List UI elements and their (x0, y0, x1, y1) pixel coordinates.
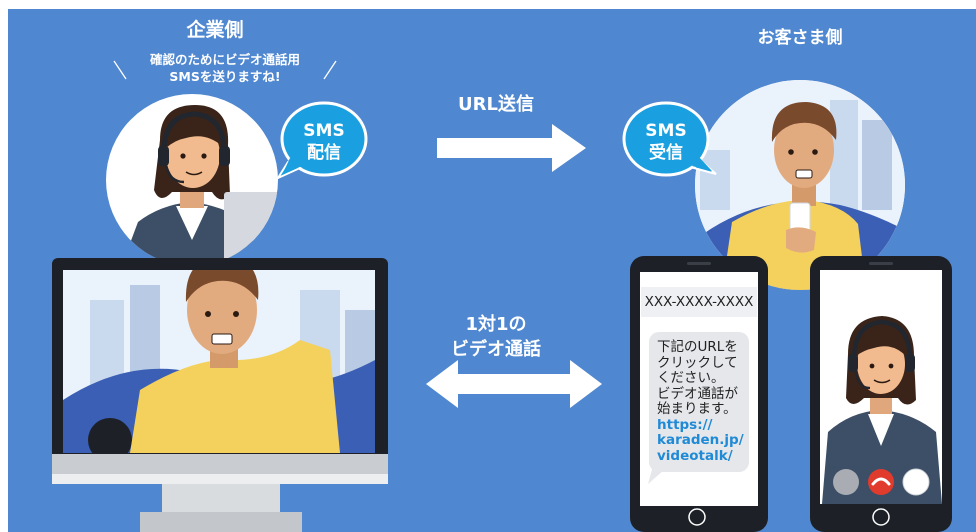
sms-link-line[interactable]: karaden.jp/ (657, 432, 744, 448)
speech-slash-left (113, 60, 127, 80)
company-speech-line2: SMSを送りますね! (169, 69, 281, 84)
sms-send-bubble-line2: 配信 (307, 142, 341, 163)
phone-sms (630, 256, 768, 532)
sms-receive-bubble-line1: SMS (645, 121, 686, 141)
speech-slash-right (323, 60, 337, 80)
hangup-button-icon (868, 469, 894, 495)
company-side-title: 企業側 (186, 19, 244, 41)
mute-button-icon (833, 469, 859, 495)
desktop-monitor (52, 258, 388, 532)
sms-message: 下記のURLを クリックして ください。 ビデオ通話が 始まります。 https… (657, 339, 749, 464)
video-call-double-arrow (426, 360, 602, 408)
customer-side-title: お客さま側 (757, 28, 843, 48)
sms-send-bubble-line1: SMS (303, 121, 344, 141)
sms-message-line: 始まります。 (657, 401, 737, 417)
sms-link-line[interactable]: videotalk/ (657, 447, 733, 464)
sms-message-line: ビデオ通話が (657, 385, 738, 402)
sms-receive-bubble-line2: 受信 (649, 142, 683, 163)
sms-receive-bubble: SMS 受信 (622, 101, 717, 177)
sms-sender-number: XXX-XXXX-XXXX (644, 294, 754, 310)
sms-send-bubble: SMS 配信 (275, 101, 368, 181)
sms-message-line: 下記のURLを (657, 339, 738, 355)
customer-avatar (695, 80, 905, 290)
video-call-label-line2: ビデオ通話 (451, 339, 541, 360)
video-call-label-line1: 1対1の (465, 314, 527, 335)
url-send-arrow (437, 124, 586, 172)
sms-link-line[interactable]: https:// (657, 416, 713, 433)
phone-video-call (810, 256, 952, 532)
sms-message-line: クリックして (657, 354, 738, 371)
sms-message-line: ください。 (657, 370, 725, 386)
company-speech-line1: 確認のためにビデオ通話用 (149, 52, 300, 67)
operator-avatar (106, 94, 278, 266)
url-send-label: URL送信 (458, 94, 534, 115)
